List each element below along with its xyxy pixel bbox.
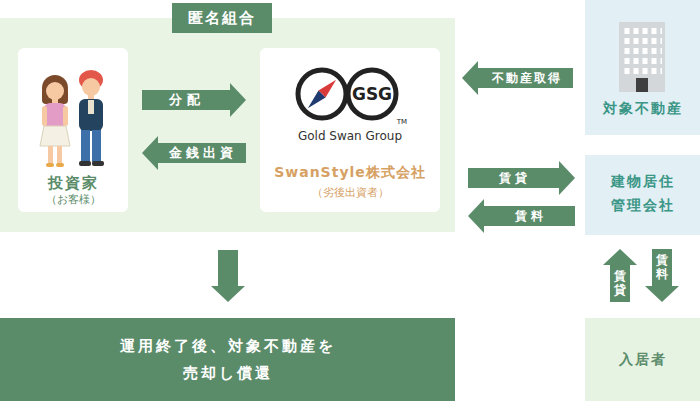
node-subtitle: （お客様） bbox=[18, 193, 128, 207]
group-panel: 匿名組合 投資家（お客様） bbox=[0, 18, 455, 232]
gsg-ring bbox=[348, 70, 396, 118]
arrow-shaft bbox=[484, 206, 575, 226]
building-icon bbox=[585, 10, 700, 100]
block-arrow bbox=[468, 161, 575, 195]
node-subtitle: （劣後出資者） bbox=[260, 185, 440, 201]
node-title: 運用終了後、対象不動産を 売却し償還 bbox=[85, 333, 370, 387]
arrow-label: 賃料 bbox=[511, 207, 549, 225]
arrow-head bbox=[559, 161, 575, 195]
investor-illustration bbox=[18, 58, 128, 170]
node-title: SwanStyle株式会社 bbox=[260, 162, 440, 182]
compass-needle bbox=[304, 76, 339, 111]
arrow-label: 賃料 bbox=[656, 253, 668, 281]
arrow-head bbox=[645, 286, 679, 302]
gsg-logo bbox=[260, 48, 440, 128]
arrow-label: 金銭出資 bbox=[165, 144, 239, 162]
block-arrow bbox=[468, 199, 575, 233]
man-figure bbox=[79, 70, 104, 166]
building-windows bbox=[622, 25, 662, 77]
arrow-shaft bbox=[218, 250, 238, 286]
trademark: TM bbox=[394, 118, 410, 126]
node-title: 入居者 bbox=[585, 349, 700, 369]
logo-mark: GSG bbox=[347, 84, 397, 104]
arrow-head bbox=[468, 199, 484, 233]
compass-ring bbox=[298, 70, 346, 118]
arrow-head bbox=[230, 83, 246, 117]
arrow-label: 分配 bbox=[165, 91, 207, 109]
block-arrow bbox=[645, 249, 679, 302]
arrow-shaft bbox=[652, 249, 672, 286]
block-arrow bbox=[211, 250, 245, 302]
arrow-shaft bbox=[158, 143, 246, 163]
company-box: GSG TM Gold Swan GroupSwanStyle株式会社 （劣後出資者） bbox=[260, 48, 440, 212]
arrow-shaft bbox=[142, 90, 230, 110]
woman-figure bbox=[40, 75, 70, 167]
manager-box: 建物居住 管理会社 bbox=[585, 155, 700, 235]
investor-box: 投資家（お客様） bbox=[18, 48, 128, 212]
property-box: 対象不動産 bbox=[585, 0, 700, 135]
arrow-label: 賃貸 bbox=[614, 269, 626, 297]
arrow-head bbox=[603, 249, 637, 265]
logo-name: Gold Swan Group bbox=[260, 128, 440, 144]
tenant-box: 入居者 bbox=[585, 318, 700, 401]
arrow-shaft bbox=[478, 68, 573, 88]
arrow-head bbox=[211, 286, 245, 302]
node-title: 対象不動産 bbox=[585, 98, 700, 118]
arrow-shaft bbox=[468, 168, 559, 188]
redemption-box: 運用終了後、対象不動産を 売却し償還 bbox=[0, 318, 455, 401]
block-arrow bbox=[142, 136, 246, 170]
building-door bbox=[636, 78, 648, 92]
block-arrow bbox=[462, 61, 573, 95]
arrow-shaft bbox=[610, 265, 630, 302]
arrow-head bbox=[142, 136, 158, 170]
building-body bbox=[619, 22, 665, 92]
arrow-head bbox=[462, 61, 478, 95]
arrow-label: 不動産取得 bbox=[488, 69, 564, 87]
node-title: 投資家 bbox=[18, 173, 128, 193]
node-title: 建物居住 管理会社 bbox=[597, 169, 688, 217]
group-title: 匿名組合 bbox=[172, 3, 272, 33]
block-arrow bbox=[603, 249, 637, 302]
arrow-label: 賃貸 bbox=[495, 169, 533, 187]
block-arrow bbox=[142, 83, 246, 117]
